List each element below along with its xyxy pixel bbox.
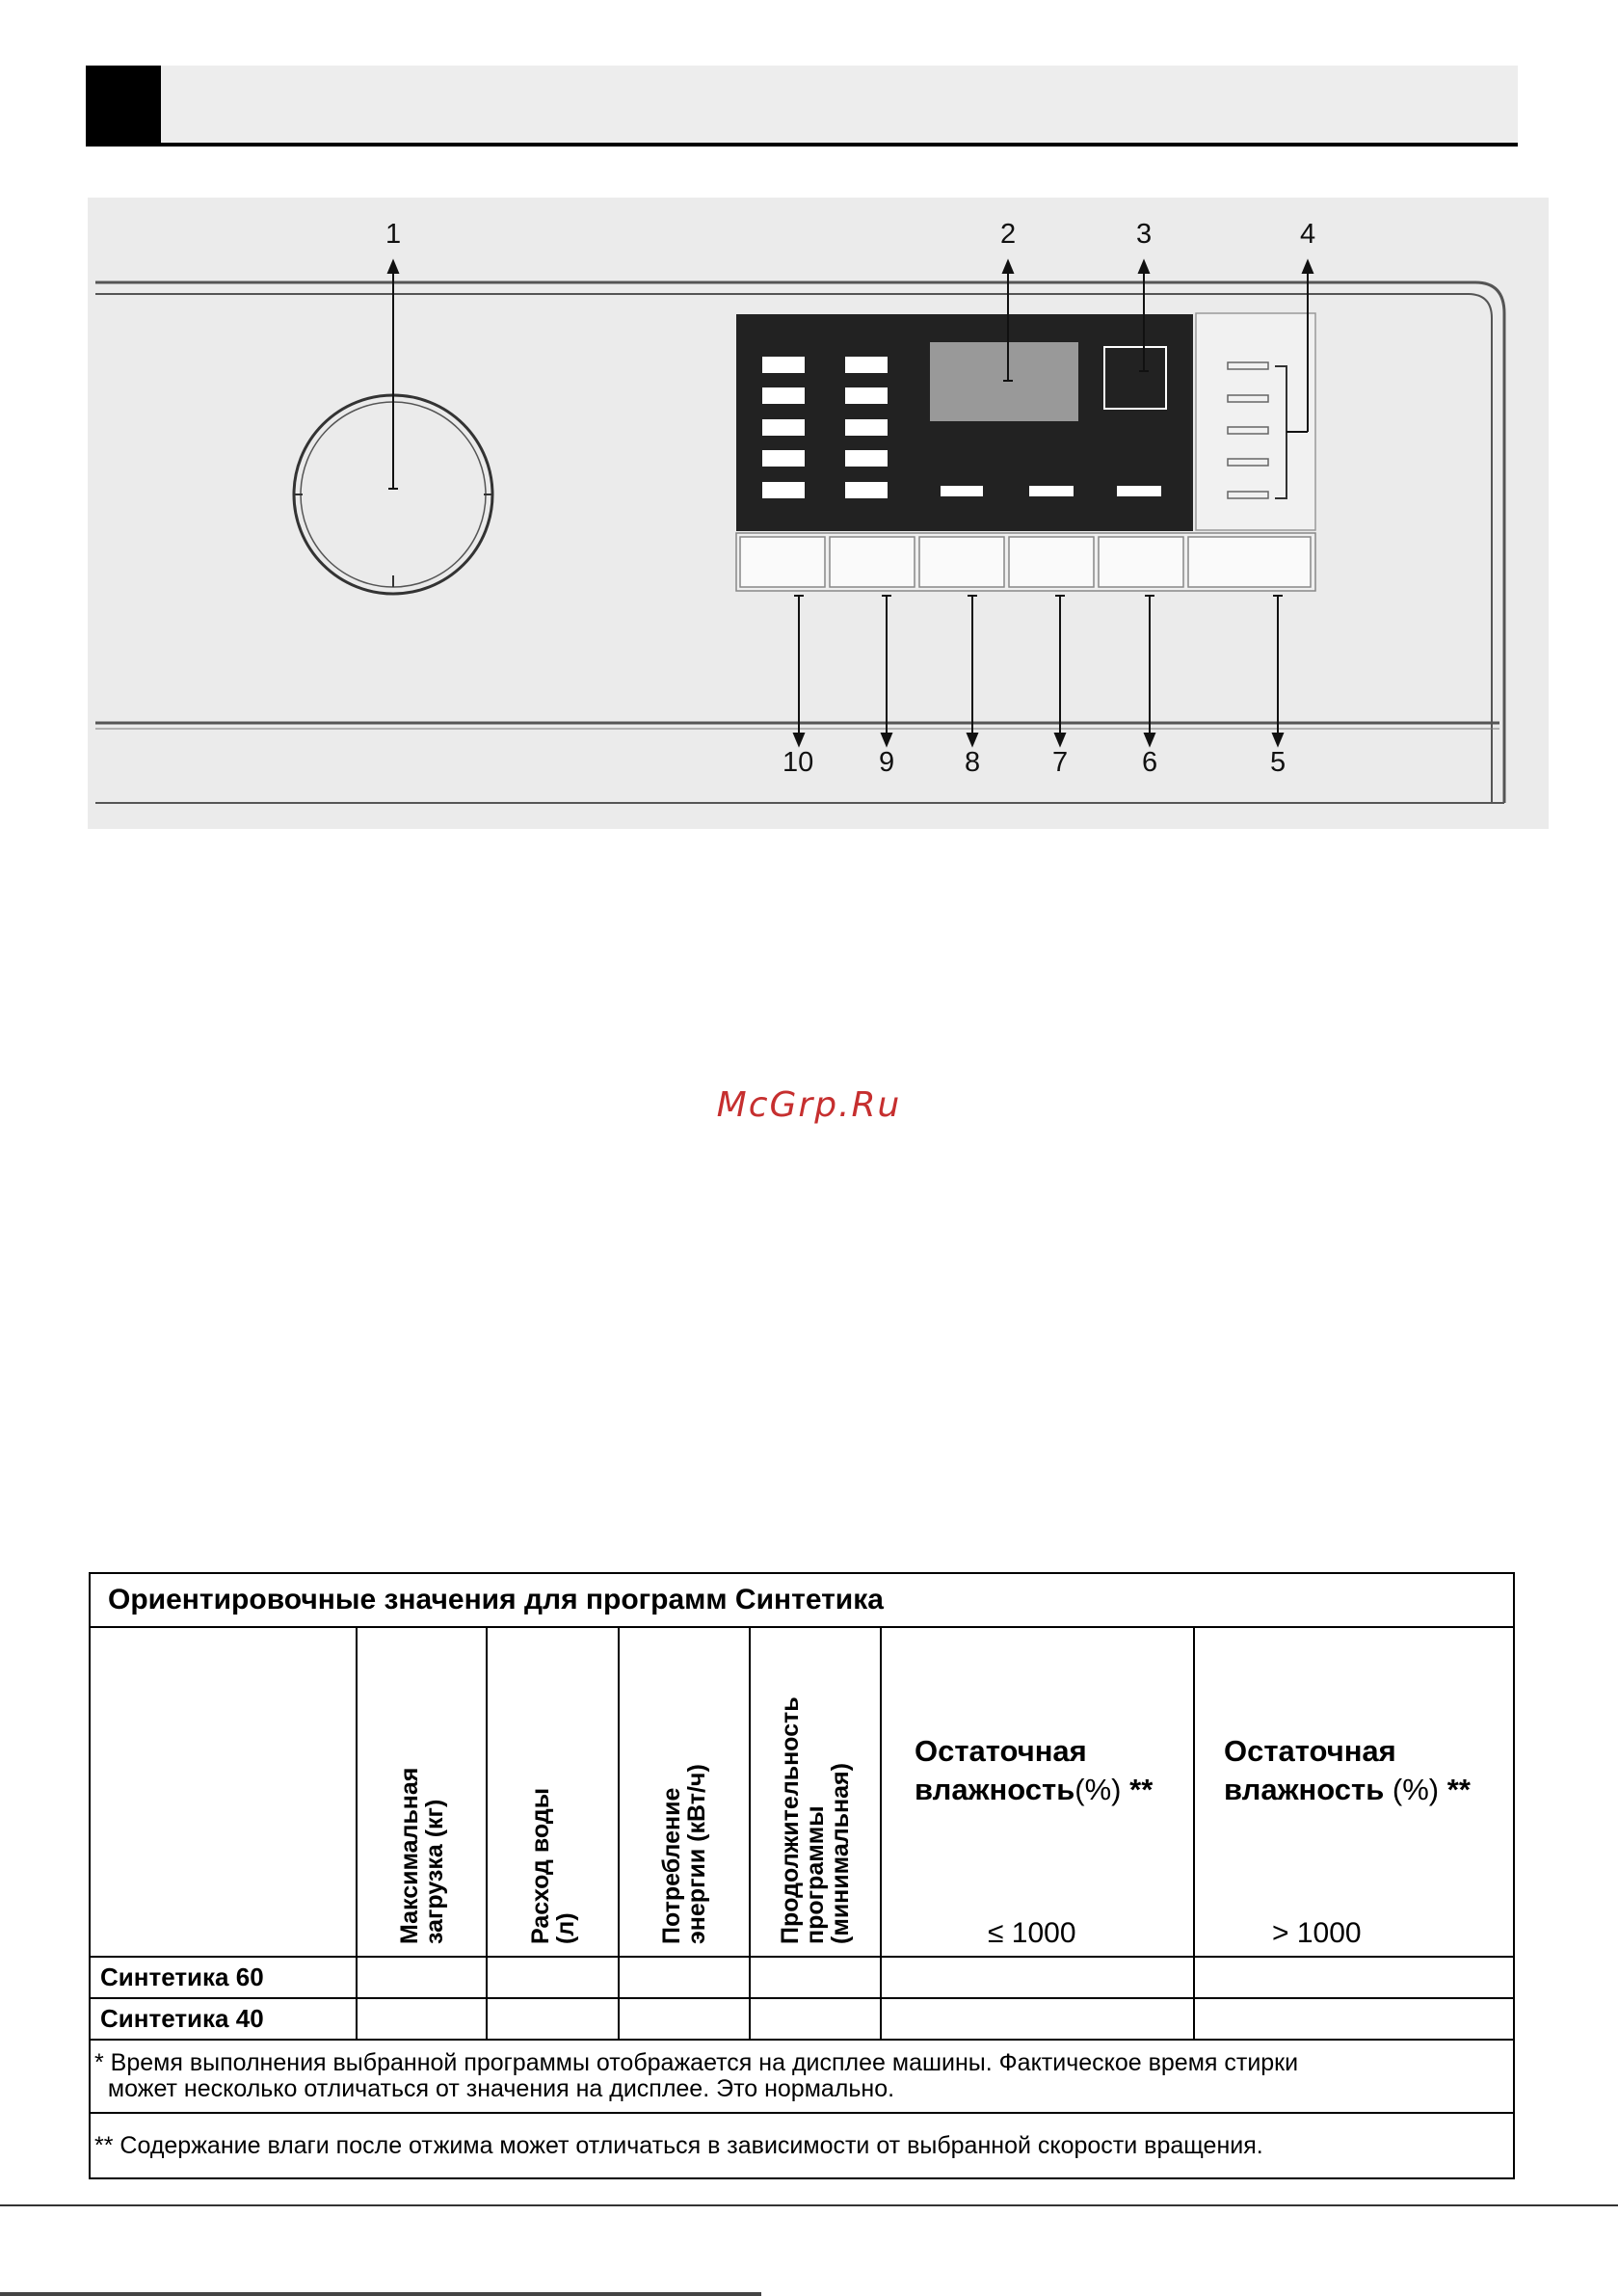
table-cell [618,1997,751,2041]
table-cell [880,1956,1195,1999]
control-panel-diagram: 1 2 3 4 5 6 7 8 9 10 [88,198,1549,829]
section-header-bar [86,66,1518,147]
button-row [739,536,1312,588]
section-marker-block [86,66,161,143]
start-pause-indicator [1103,346,1167,410]
humidity-low-value: ≤ 1000 [988,1917,1076,1949]
callout-8: 8 [965,747,981,778]
table-cell [618,1956,751,1999]
table-cell [486,1956,620,1999]
table-cell [1192,1956,1516,1999]
row-name: Синтетика 40 [89,1997,358,2041]
footer-rule [0,2292,761,2296]
header-energy: Потребление энергии (кВт/ч) [618,1626,751,1958]
callout-4: 4 [1300,219,1316,250]
watermark: McGrp.Ru [716,1085,902,1125]
callout-1: 1 [385,219,402,250]
callout-9: 9 [879,747,895,778]
header-duration: Продолжительность программы (минимальная… [749,1626,882,1958]
table-row: Синтетика 60 [89,1956,1516,1999]
table-cell [1192,1997,1516,2041]
callout-5: 5 [1270,747,1286,778]
row-name: Синтетика 60 [89,1956,358,1999]
table-corner-cell [89,1626,358,1958]
callout-6: 6 [1142,747,1158,778]
table-cell [486,1997,620,2041]
control-panel-drawing [95,258,1506,804]
callout-3: 3 [1136,219,1153,250]
footnote-2: ** Содержание влаги после отжима может о… [88,2112,1516,2179]
humidity-high-value: > 1000 [1272,1917,1362,1949]
synthetics-values-table: Ориентировочные значения для программ Си… [88,1572,1516,2179]
header-max-load: Максимальная загрузка (кг) [356,1626,488,1958]
footnote-1: * Время выполнения выбранной программы о… [88,2039,1516,2114]
callout-10: 10 [782,747,814,778]
table-row: Синтетика 40 [89,1997,1516,2041]
table-cell [749,1956,882,1999]
table-cell [356,1997,488,2041]
table-cell [356,1956,488,1999]
table-cell [749,1997,882,2041]
table-title: Ориентировочные значения для программ Си… [88,1572,1516,1628]
callout-2: 2 [1000,219,1017,250]
table-cell [880,1997,1195,2041]
footer-divider [0,2204,1618,2206]
header-water: Расход воды (л) [486,1626,620,1958]
callout-7: 7 [1052,747,1069,778]
